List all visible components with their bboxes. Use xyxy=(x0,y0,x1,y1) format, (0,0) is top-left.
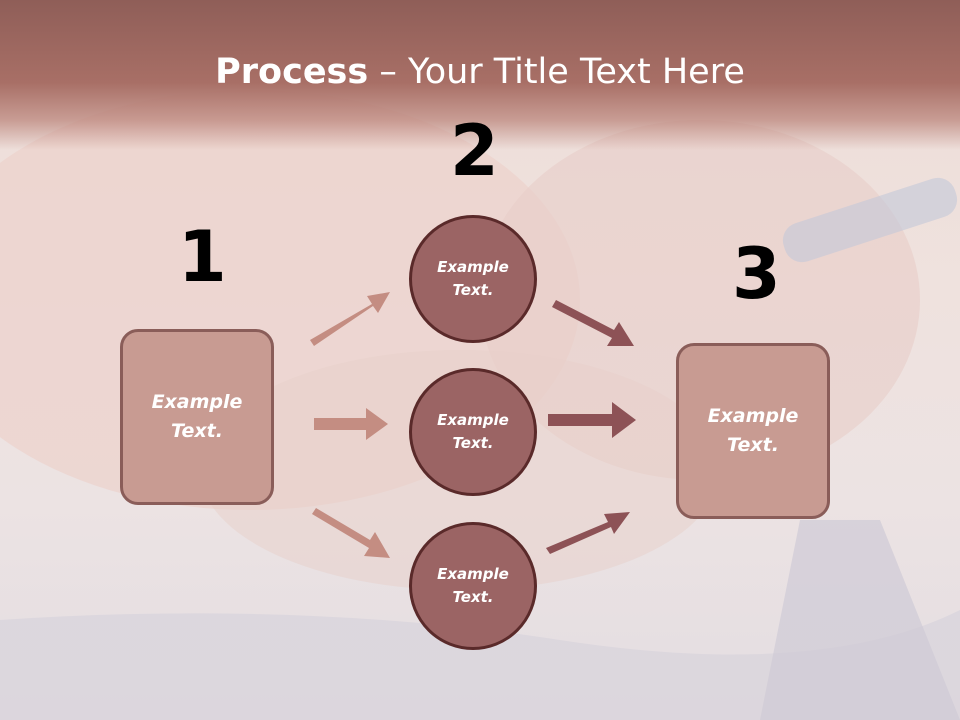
arrow-left-down xyxy=(312,508,390,558)
step-3-box: Example Text. xyxy=(676,343,830,519)
arrow-left-up xyxy=(310,292,390,346)
step-2-circle-bottom: Example Text. xyxy=(409,522,537,650)
step-3-text-line2: Text. xyxy=(727,434,779,456)
title-bold: Process xyxy=(215,52,369,92)
circle-bottom-line2: Text. xyxy=(452,588,494,606)
circle-bottom-line1: Example xyxy=(437,565,509,583)
circle-middle-line1: Example xyxy=(437,411,509,429)
arrow-left-middle xyxy=(314,408,388,440)
arrow-right-up xyxy=(546,512,630,554)
step-1-box: Example Text. xyxy=(120,329,274,505)
step-number-1: 1 xyxy=(178,216,227,298)
arrow-right-middle xyxy=(548,402,636,438)
step-3-text-line1: Example xyxy=(707,405,799,427)
step-number-2: 2 xyxy=(450,110,499,192)
step-1-text-line2: Text. xyxy=(171,420,223,442)
step-2-circle-middle: Example Text. xyxy=(409,368,537,496)
circle-top-line2: Text. xyxy=(452,281,494,299)
step-1-text-line1: Example xyxy=(151,391,243,413)
circle-top-line1: Example xyxy=(437,258,509,276)
title-rest: – Your Title Text Here xyxy=(368,52,745,92)
title-band xyxy=(0,0,960,150)
page-title: Process – Your Title Text Here xyxy=(0,52,960,92)
circle-middle-line2: Text. xyxy=(452,434,494,452)
step-number-3: 3 xyxy=(732,233,781,315)
step-2-circle-top: Example Text. xyxy=(409,215,537,343)
arrow-right-down xyxy=(552,300,634,346)
